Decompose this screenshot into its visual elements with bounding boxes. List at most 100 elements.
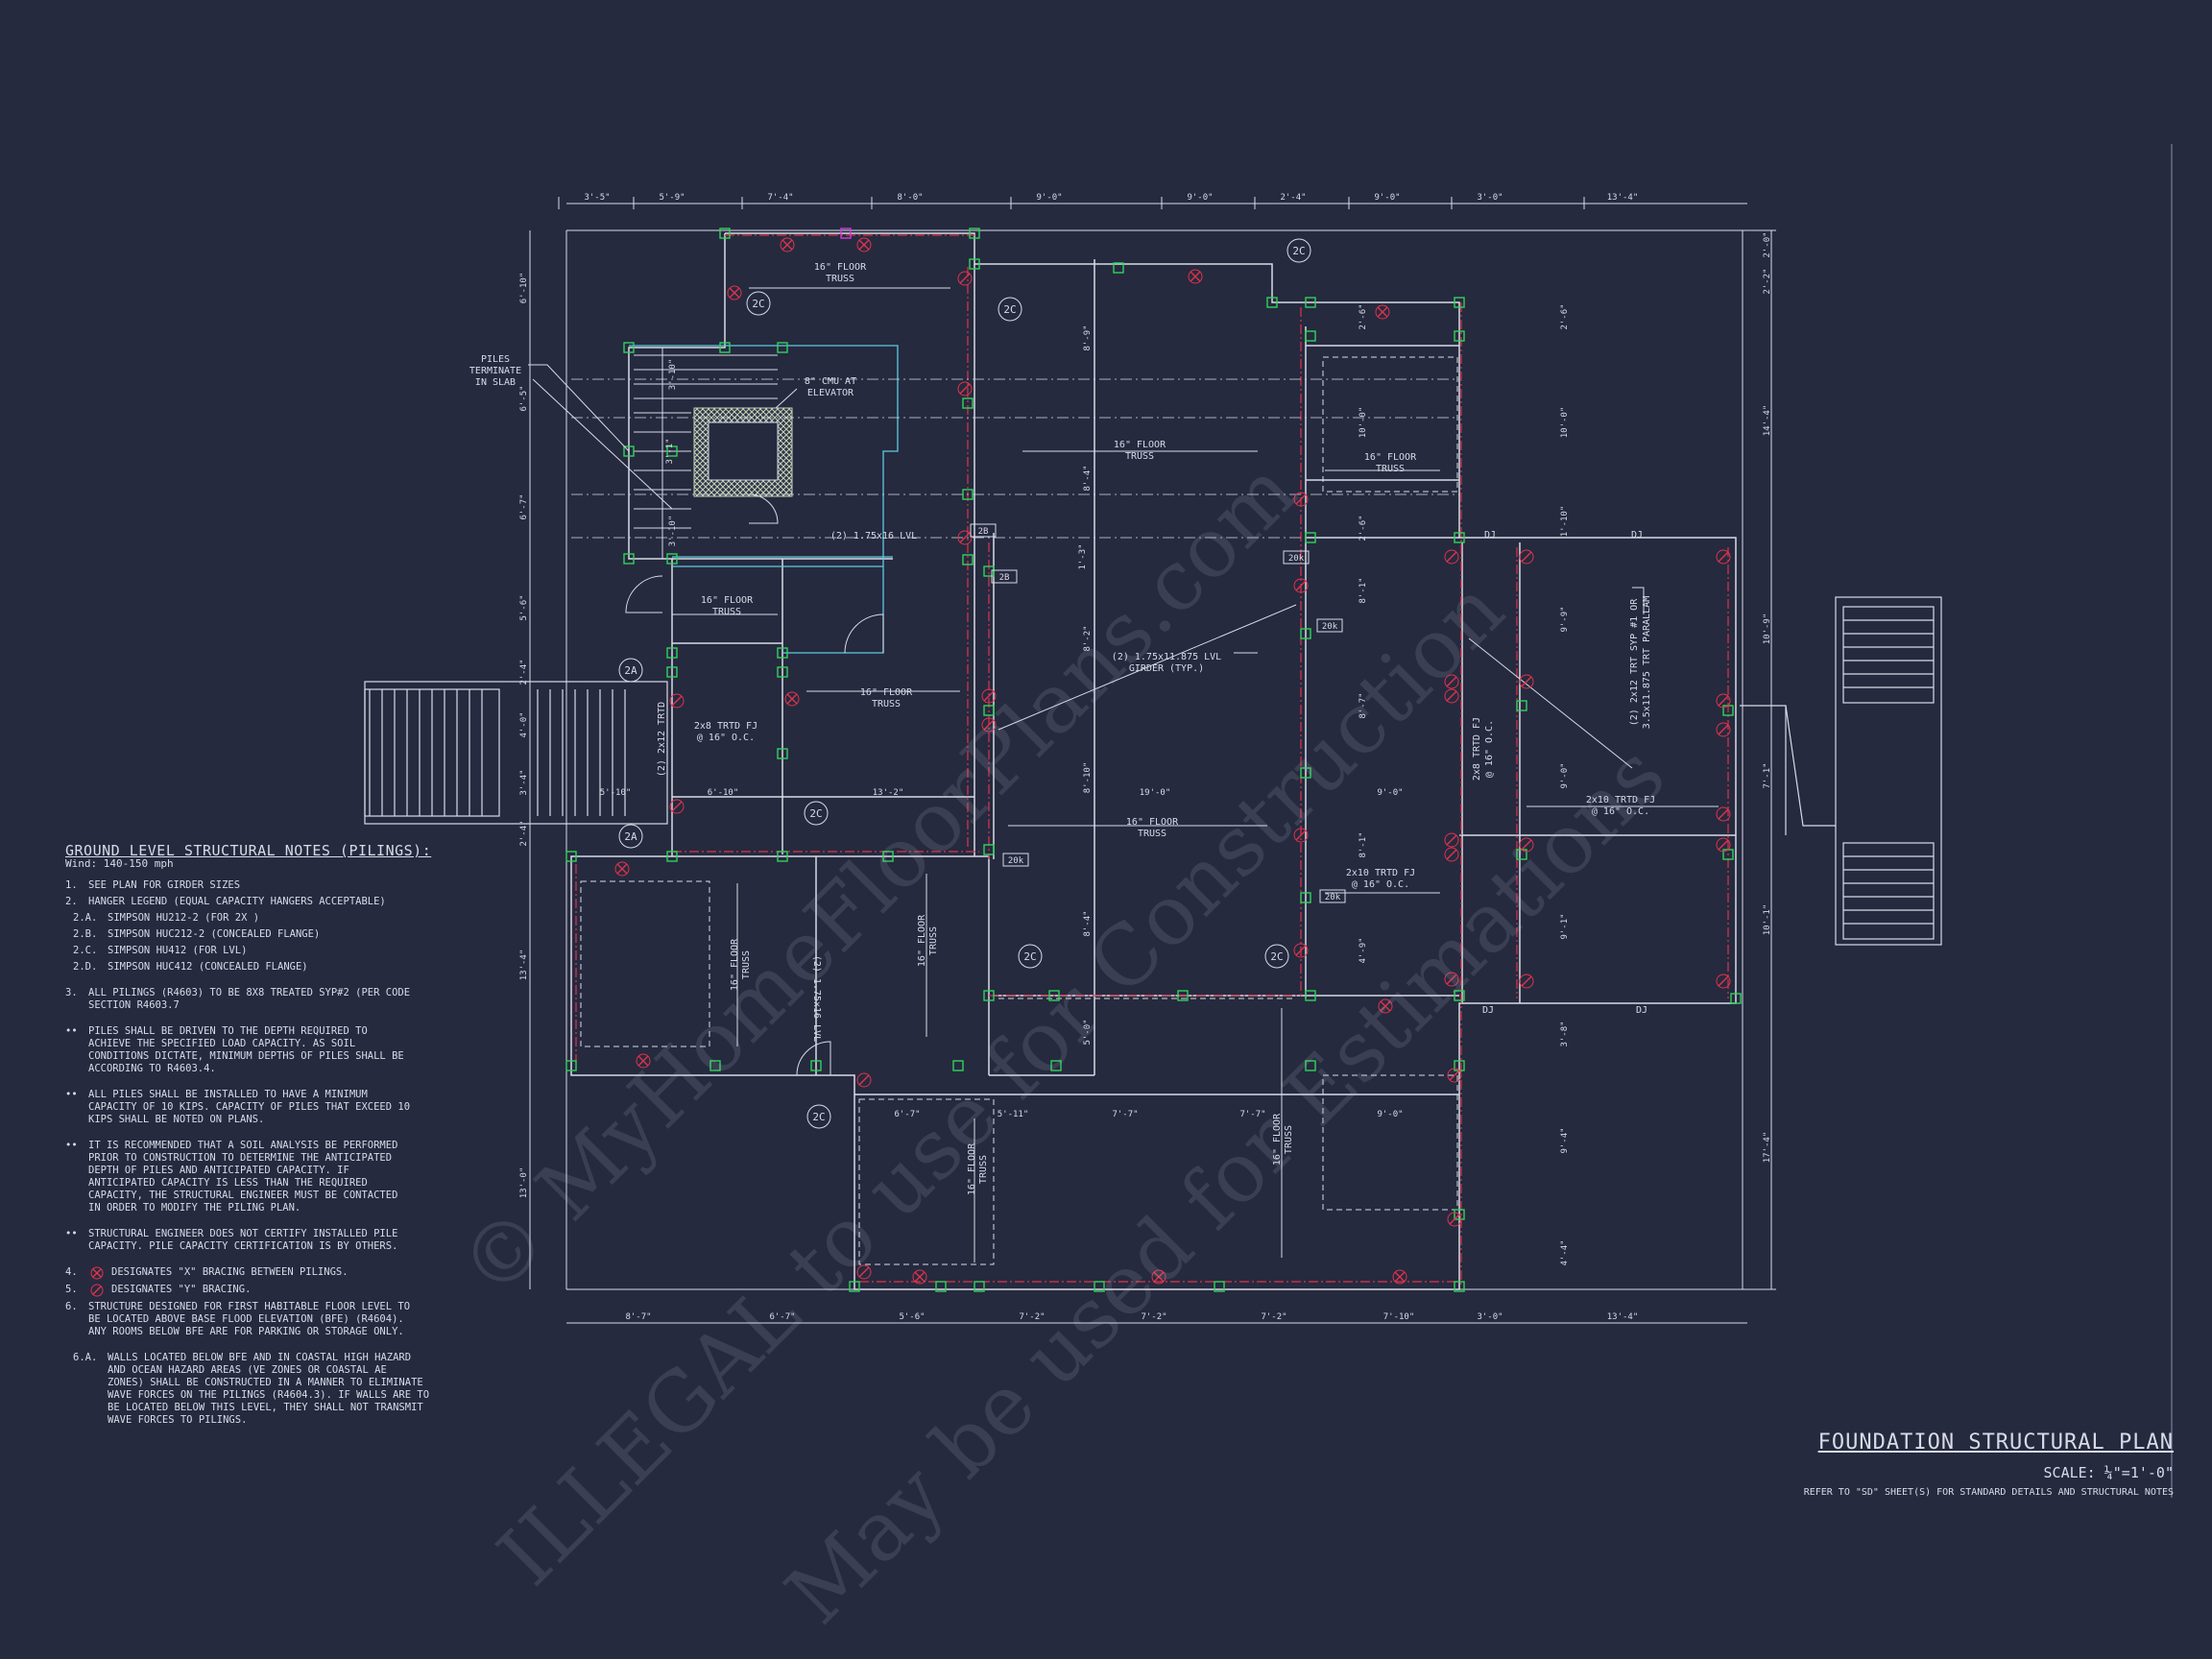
hanger-tag-label: 20k (1325, 893, 1341, 902)
y-bracing-icon (1293, 828, 1309, 843)
label-truss: TRUSS (872, 699, 901, 709)
hanger-tag-label: 2C (752, 298, 764, 310)
pile-square (1454, 330, 1465, 342)
y-bracing-icon (671, 801, 683, 812)
dimension-label: 5'-6" (899, 1312, 925, 1322)
hanger-tag-circle (618, 658, 643, 683)
pile-square (777, 647, 788, 659)
dimension-lines (529, 203, 1776, 1324)
x-bracing-icon (786, 693, 798, 705)
label-truss-v: 16" FLOOR (967, 1142, 977, 1195)
hanger-tag-label: 20k (1008, 856, 1024, 866)
pile-square (623, 445, 635, 457)
dimension-label: 5'-10" (600, 788, 632, 798)
pile-square (974, 1281, 985, 1292)
dimension-label: 10'-9" (1763, 613, 1772, 645)
y-bracing-icon (1447, 1068, 1462, 1083)
dimension-label: 13'-2" (873, 788, 904, 798)
note-item: 5.DESIGNATES "Y" BRACING. (65, 1284, 449, 1297)
stair-treads (634, 348, 778, 559)
y-bracing-icon (1521, 676, 1532, 687)
hanger-tag-circle (1018, 944, 1043, 969)
hanger-tag-label: 20k (1322, 622, 1338, 632)
notes-heading: GROUND LEVEL STRUCTURAL NOTES (PILINGS): (65, 842, 432, 859)
note-number: 2.A. (73, 912, 98, 924)
note-item: 3.ALL PILINGS (R4603) TO BE 8X8 TREATED … (65, 987, 449, 1012)
y-bracing-icon (1295, 830, 1307, 841)
note-number: •• (65, 1025, 78, 1037)
y-bracing-icon (1449, 1070, 1460, 1081)
y-bracing-icon (959, 383, 971, 395)
y-bracing-icon (1521, 551, 1532, 563)
dashed-outlines (580, 356, 1458, 1265)
label-truss-v: TRUSS (928, 926, 939, 955)
note-number: 6. (65, 1301, 78, 1312)
note-number: 5. (65, 1284, 78, 1295)
pile-square (777, 342, 788, 353)
y-bracing-icon (1519, 837, 1534, 853)
pile-square (1305, 990, 1316, 1001)
dimension-label: 2'-6" (1560, 303, 1570, 329)
dimension-label: 7'-2" (1141, 1312, 1166, 1322)
pile-square (882, 851, 894, 862)
x-bracing-icon (1392, 1269, 1407, 1285)
note-item: 2.A.SIMPSON HU212-2 (FOR 2X ) (65, 912, 449, 925)
note-number: •• (65, 1089, 78, 1100)
dimension-label: 3'-8" (1560, 1021, 1570, 1046)
note-text: SEE PLAN FOR GIRDER SIZES (88, 879, 241, 891)
label-fj: 2x8 TRTD FJ (694, 721, 757, 732)
y-bracing-icon (1293, 578, 1309, 593)
x-bracing-icon (1378, 998, 1393, 1014)
y-bracing-icon (1519, 549, 1534, 565)
hanger-tag-label: 2B (999, 573, 1010, 583)
note-item: 2.HANGER LEGEND (EQUAL CAPACITY HANGERS … (65, 896, 449, 908)
y-bracing-icon (671, 695, 683, 707)
y-bracing-icon (1716, 549, 1731, 565)
dimension-label: 7'-2" (1261, 1312, 1286, 1322)
pile-square (969, 258, 980, 270)
dimension-label: 9'-0" (1187, 193, 1213, 203)
pile-square (623, 342, 635, 353)
dimension-label: 9'-0" (1374, 193, 1400, 203)
label-truss: 16" FLOOR (860, 687, 913, 698)
structural-notes: GROUND LEVEL STRUCTURAL NOTES (PILINGS):… (65, 842, 449, 1431)
y-bracing-icon (1444, 972, 1459, 987)
dimension-label: 1'-3" (1078, 543, 1088, 569)
x-bracing-icon (856, 237, 872, 252)
y-bracing-icon (1446, 551, 1457, 563)
y-bracing-icon (1718, 808, 1729, 820)
y-bracing-icon (858, 1074, 870, 1086)
y-bracing-icon (959, 273, 971, 284)
note-text: ALL PILES SHALL BE INSTALLED TO HAVE A M… (88, 1089, 411, 1125)
note-text: STRUCTURE DESIGNED FOR FIRST HABITABLE F… (88, 1301, 411, 1337)
dimension-label: 8'-10" (1083, 762, 1093, 794)
dimension-label: 7'-4" (767, 193, 793, 203)
pile-square (1300, 628, 1311, 639)
note-number: 2.C. (73, 945, 98, 956)
pile-square (1730, 993, 1742, 1004)
dimension-label: 2'-6" (1358, 515, 1368, 541)
pile-square (719, 342, 731, 353)
pile-square (666, 851, 678, 862)
pile-square (1113, 262, 1124, 274)
y-bracing-icon (1716, 974, 1731, 989)
pile-square (777, 666, 788, 678)
note-number: •• (65, 1140, 78, 1151)
dimension-label: 10'-1" (1763, 904, 1772, 936)
pile-square (840, 228, 852, 239)
dimension-label: 5'-9" (659, 193, 685, 203)
hanger-tag-label: 2A (624, 830, 637, 843)
y-bracing-icon (1446, 834, 1457, 846)
x-bracing-icon (727, 285, 742, 301)
note-item: 6. STRUCTURE DESIGNED FOR FIRST HABITABLE… (65, 1301, 449, 1338)
dimension-label: 13'-4" (1607, 193, 1639, 203)
pile-square (1305, 532, 1316, 543)
label-truss-v: 16" FLOOR (730, 938, 740, 991)
dimension-label: 9'-0" (1377, 1110, 1403, 1119)
dimension-label: 7'-7" (1112, 1110, 1138, 1119)
pile-square (983, 565, 995, 577)
dimension-label: 6'-7" (894, 1110, 920, 1119)
joist-arrows (672, 287, 1719, 1262)
hanger-tag-box (1319, 889, 1346, 903)
